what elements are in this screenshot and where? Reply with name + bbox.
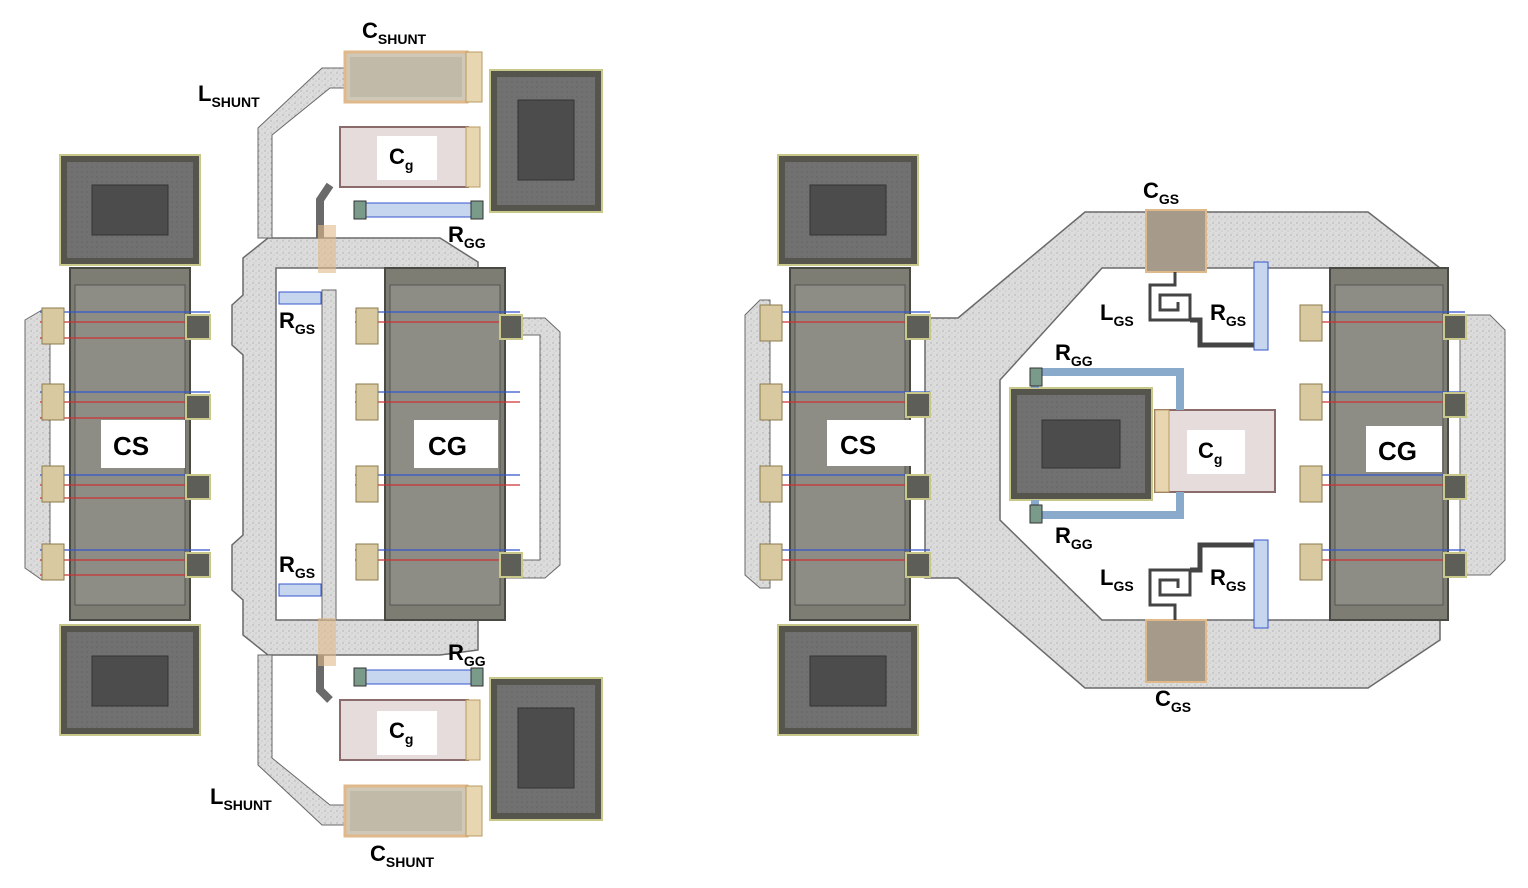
r-gg-top-label-right: RGG bbox=[1055, 340, 1093, 369]
r-gg-top-res bbox=[355, 202, 482, 218]
r-gg-bottom-res bbox=[355, 669, 482, 685]
c-gs-bottom-cap bbox=[1145, 619, 1207, 683]
l-shunt-top-trace bbox=[257, 67, 346, 239]
l-shunt-top-label: LSHUNT bbox=[198, 81, 260, 110]
c-shunt-bottom-label: CSHUNT bbox=[370, 841, 435, 870]
cg-fingers bbox=[355, 311, 520, 561]
cs-side-arc bbox=[24, 309, 51, 581]
cs-side-arc-right bbox=[744, 299, 771, 589]
r-gs-bottom-label: RGS bbox=[279, 552, 315, 581]
c-gs-bottom-label: CGS bbox=[1155, 686, 1191, 715]
cs-label-left: CS bbox=[113, 431, 149, 461]
l-gs-top-spiral bbox=[1148, 272, 1258, 348]
l-gs-bottom-label: LGS bbox=[1100, 565, 1134, 594]
cs-label-right: CS bbox=[840, 430, 876, 460]
c-gs-top-cap bbox=[1145, 209, 1207, 273]
r-gs-bottom-label-right: RGS bbox=[1210, 565, 1246, 594]
c-shunt-top-label: CSHUNT bbox=[362, 18, 427, 47]
r-gs-top-label: RGS bbox=[279, 308, 315, 337]
r-gs-top-res-right bbox=[1253, 261, 1269, 351]
right-layout: CS CG Cg CGS LGS RGS RGG RGG LGS RGS CGS bbox=[744, 154, 1506, 736]
cg-bottom-label: Cg bbox=[389, 718, 413, 747]
r-gg-top-label: RGG bbox=[448, 222, 486, 251]
r-gs-top-res bbox=[278, 291, 322, 305]
r-gg-bottom-label-right: RGG bbox=[1055, 523, 1093, 552]
l-gs-bottom-spiral bbox=[1148, 542, 1258, 620]
cg-side-arc-right bbox=[1459, 314, 1506, 576]
r-gs-bottom-res bbox=[278, 583, 322, 597]
l-shunt-bottom-label: LSHUNT bbox=[210, 784, 272, 813]
r-gs-bottom-res-right bbox=[1253, 539, 1269, 629]
left-layout: CS CG CSHUNT LSHUNT Cg RGG RGS RGS RGG C… bbox=[24, 18, 603, 870]
cg-label-right: CG bbox=[1378, 436, 1417, 466]
l-gs-top-label: LGS bbox=[1100, 300, 1134, 329]
r-gs-top-label-right: RGS bbox=[1210, 300, 1246, 329]
r-gg-bottom-label: RGG bbox=[448, 640, 486, 669]
cg-top-label: Cg bbox=[389, 144, 413, 173]
cg-cap-right-box bbox=[1154, 409, 1276, 493]
cg-label-left: CG bbox=[428, 431, 467, 461]
cs-fingers bbox=[40, 311, 210, 576]
cg-label-center: Cg bbox=[1198, 438, 1222, 467]
c-gs-top-label: CGS bbox=[1143, 178, 1179, 207]
cg-side-arc bbox=[499, 317, 561, 579]
